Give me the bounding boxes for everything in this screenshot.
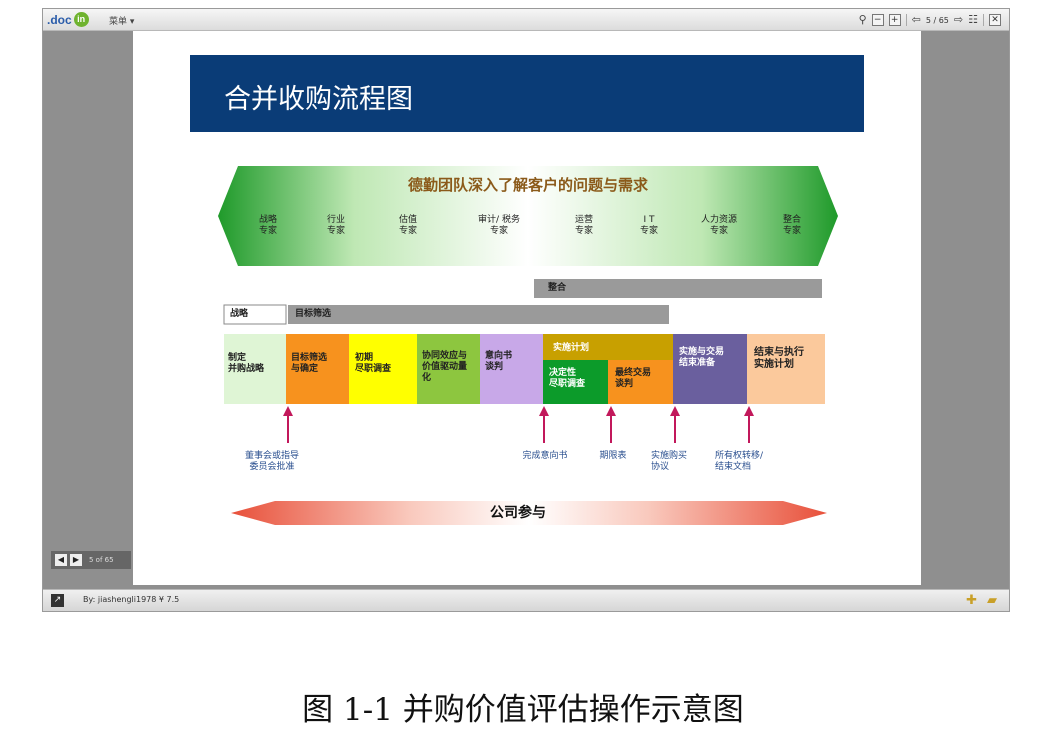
expert-label: 估值专家	[398, 215, 417, 236]
nav-next-icon[interactable]: ▶	[70, 554, 82, 566]
phase-bar-integration	[534, 279, 822, 298]
expert-label: 战略专家	[258, 215, 277, 236]
logo-badge: in	[73, 12, 89, 27]
slide-title-banner: 合并收购流程图	[190, 55, 864, 132]
milestone-label: 所有权转移/结束文档	[715, 451, 764, 472]
page-nav-box: ◀ ▶ 5 of 65	[51, 551, 131, 569]
expert-label: 行业专家	[326, 215, 345, 236]
search-icon[interactable]: ⚲	[858, 13, 867, 26]
experts-heading: 德勤团队深入了解客户的问题与需求	[407, 176, 648, 194]
step-label: 初期尽职调查	[355, 353, 392, 374]
nav-prev-icon[interactable]: ◀	[55, 554, 67, 566]
docin-logo[interactable]: .doc in	[47, 12, 89, 27]
viewer-toolbar: .doc in 菜单 ▾ ⚲ − + ⇦ 5 / 65 ⇨ ☷ ✕	[43, 9, 1009, 31]
step-box-10	[747, 334, 825, 404]
step-box-3	[349, 334, 417, 404]
toolbar-divider	[983, 14, 984, 26]
document-page: 合并收购流程图	[133, 31, 921, 585]
logo-text: .doc	[47, 12, 72, 27]
figure-caption: 图 1-1 并购价值评估操作示意图	[302, 692, 744, 728]
zoom-in-button[interactable]: +	[888, 14, 901, 26]
step-box-5	[480, 334, 543, 404]
step-label: 意向书谈判	[485, 351, 513, 372]
milestone-label: 完成意向书	[522, 451, 568, 461]
phase-bar-screening	[288, 305, 669, 324]
next-page-icon[interactable]: ⇨	[953, 13, 964, 26]
expert-label: 整合专家	[782, 215, 801, 236]
expert-label: 运营专家	[574, 215, 593, 236]
step-label: 实施与交易结束准备	[679, 347, 725, 368]
step-label: 实施计划	[553, 343, 590, 353]
toolbar-divider	[905, 14, 907, 26]
milestone-label: 期限表	[599, 451, 627, 461]
phase-label-strategy: 战略	[230, 309, 249, 319]
step-label: 结束与执行实施计划	[754, 347, 804, 370]
phase-label-screening: 目标筛选	[295, 309, 332, 319]
nav-page-text: 5 of 65	[89, 556, 114, 564]
grid-view-icon[interactable]: ☷	[968, 13, 978, 26]
uploader-info: By: jiashengli1978 ¥ 7.5	[83, 595, 180, 604]
previous-page-icon[interactable]: ⇦	[911, 13, 921, 26]
experts-arrow-shape	[218, 166, 838, 266]
menu-button[interactable]: 菜单 ▾	[109, 17, 135, 27]
milestone-label: 实施购买协议	[651, 451, 688, 472]
step-label: 决定性尽职调查	[549, 368, 586, 389]
step-box-8	[608, 360, 673, 404]
step-box-6	[543, 334, 673, 360]
company-participation-label: 公司参与	[490, 505, 546, 521]
flow-diagram	[218, 166, 838, 525]
step-box-2	[286, 334, 349, 404]
company-participation-arrow-shape	[231, 501, 827, 525]
phase-bar-strategy	[223, 304, 287, 325]
step-label: 最终交易谈判	[615, 368, 652, 389]
step-box-9	[673, 334, 747, 404]
page-indicator: 5 / 65	[925, 15, 949, 25]
phase-label-integration: 整合	[548, 283, 567, 293]
step-label: 协同效应与价值驱动量化	[422, 351, 468, 383]
step-box-4	[417, 334, 480, 404]
slide-title: 合并收购流程图	[224, 84, 413, 115]
document-viewer: .doc in 菜单 ▾ ⚲ − + ⇦ 5 / 65 ⇨ ☷ ✕ 合并收购流程…	[42, 8, 1010, 612]
fullscreen-button[interactable]: ✕	[989, 14, 1001, 26]
viewer-statusbar: ↗ By: jiashengli1978 ¥ 7.5 ✚ ▰	[43, 589, 1009, 611]
step-label: 目标筛选与确定	[291, 353, 328, 374]
milestone-label: 董事会或指导委员会批准	[244, 451, 299, 472]
step-box-7	[543, 360, 608, 404]
step-label: 制定并购战略	[228, 353, 265, 374]
expert-label: 审计/ 税务专家	[478, 215, 520, 236]
expand-icon[interactable]: ↗	[51, 594, 64, 607]
add-folder-icon[interactable]: ✚	[966, 593, 977, 608]
statusbar-actions: ✚ ▰	[966, 593, 997, 608]
folder-icon[interactable]: ▰	[987, 593, 997, 608]
toolbar-right: ⚲ − + ⇦ 5 / 65 ⇨ ☷ ✕	[859, 12, 1001, 28]
expert-label: 人力资源专家	[700, 215, 737, 236]
zoom-out-button[interactable]: −	[871, 14, 884, 26]
step-box-1	[224, 334, 286, 404]
